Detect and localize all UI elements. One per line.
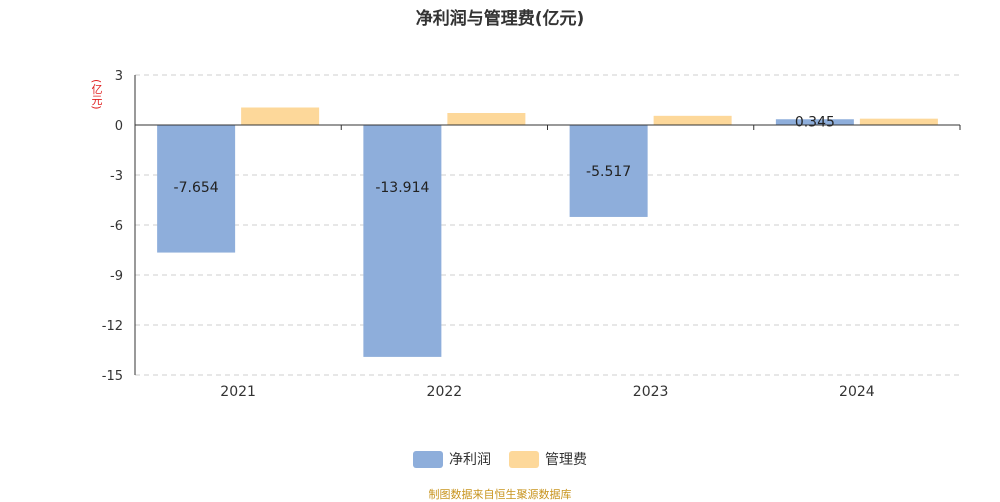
- y-tick-label: -12: [102, 319, 123, 334]
- chart-legend: 净利润 管理费: [0, 449, 1000, 469]
- bar-net-profit: [363, 125, 442, 357]
- x-tick-label: 2022: [427, 384, 463, 400]
- data-label-net-profit: 0.345: [795, 114, 835, 130]
- bar-net-profit: [775, 119, 854, 125]
- legend-label-net-profit: 净利润: [449, 452, 491, 468]
- data-label-net-profit: -7.654: [174, 180, 219, 196]
- x-tick-label: 2023: [633, 384, 669, 400]
- x-tick-label: 2021: [220, 384, 256, 400]
- bar-admin-expense: [447, 113, 526, 125]
- y-tick-label: -9: [110, 269, 123, 284]
- data-label-net-profit: -13.914: [375, 180, 429, 196]
- legend-label-admin-expense: 管理费: [545, 452, 587, 468]
- y-tick-label: -6: [110, 219, 123, 234]
- bar-admin-expense: [241, 107, 320, 125]
- bar-chart: 3 0 -3 -6 -9 -12 -15 2021 2022 2023 2024 -7.654 -13.…: [102, 69, 961, 400]
- bar-admin-expense: [653, 115, 732, 125]
- data-source-note: 制图数据来自恒生聚源数据库: [428, 488, 572, 501]
- data-label-net-profit: -5.517: [586, 164, 631, 180]
- y-tick-label: -15: [102, 369, 123, 384]
- chart-title: 净利润与管理费(亿元): [415, 9, 585, 29]
- legend-item-net-profit[interactable]: 净利润: [413, 449, 491, 469]
- y-axis-unit-label: (亿元): [90, 78, 103, 110]
- y-tick-label: 3: [115, 69, 123, 84]
- x-tick-label: 2024: [839, 384, 875, 400]
- bar-admin-expense: [859, 118, 938, 125]
- bar-net-profit: [157, 125, 236, 253]
- y-tick-label: -3: [110, 169, 123, 184]
- y-tick-label: 0: [115, 119, 123, 134]
- legend-swatch-net-profit: [413, 450, 443, 468]
- bar-net-profit: [569, 125, 648, 217]
- legend-item-admin-expense[interactable]: 管理费: [509, 449, 587, 469]
- legend-swatch-admin-expense: [509, 450, 539, 468]
